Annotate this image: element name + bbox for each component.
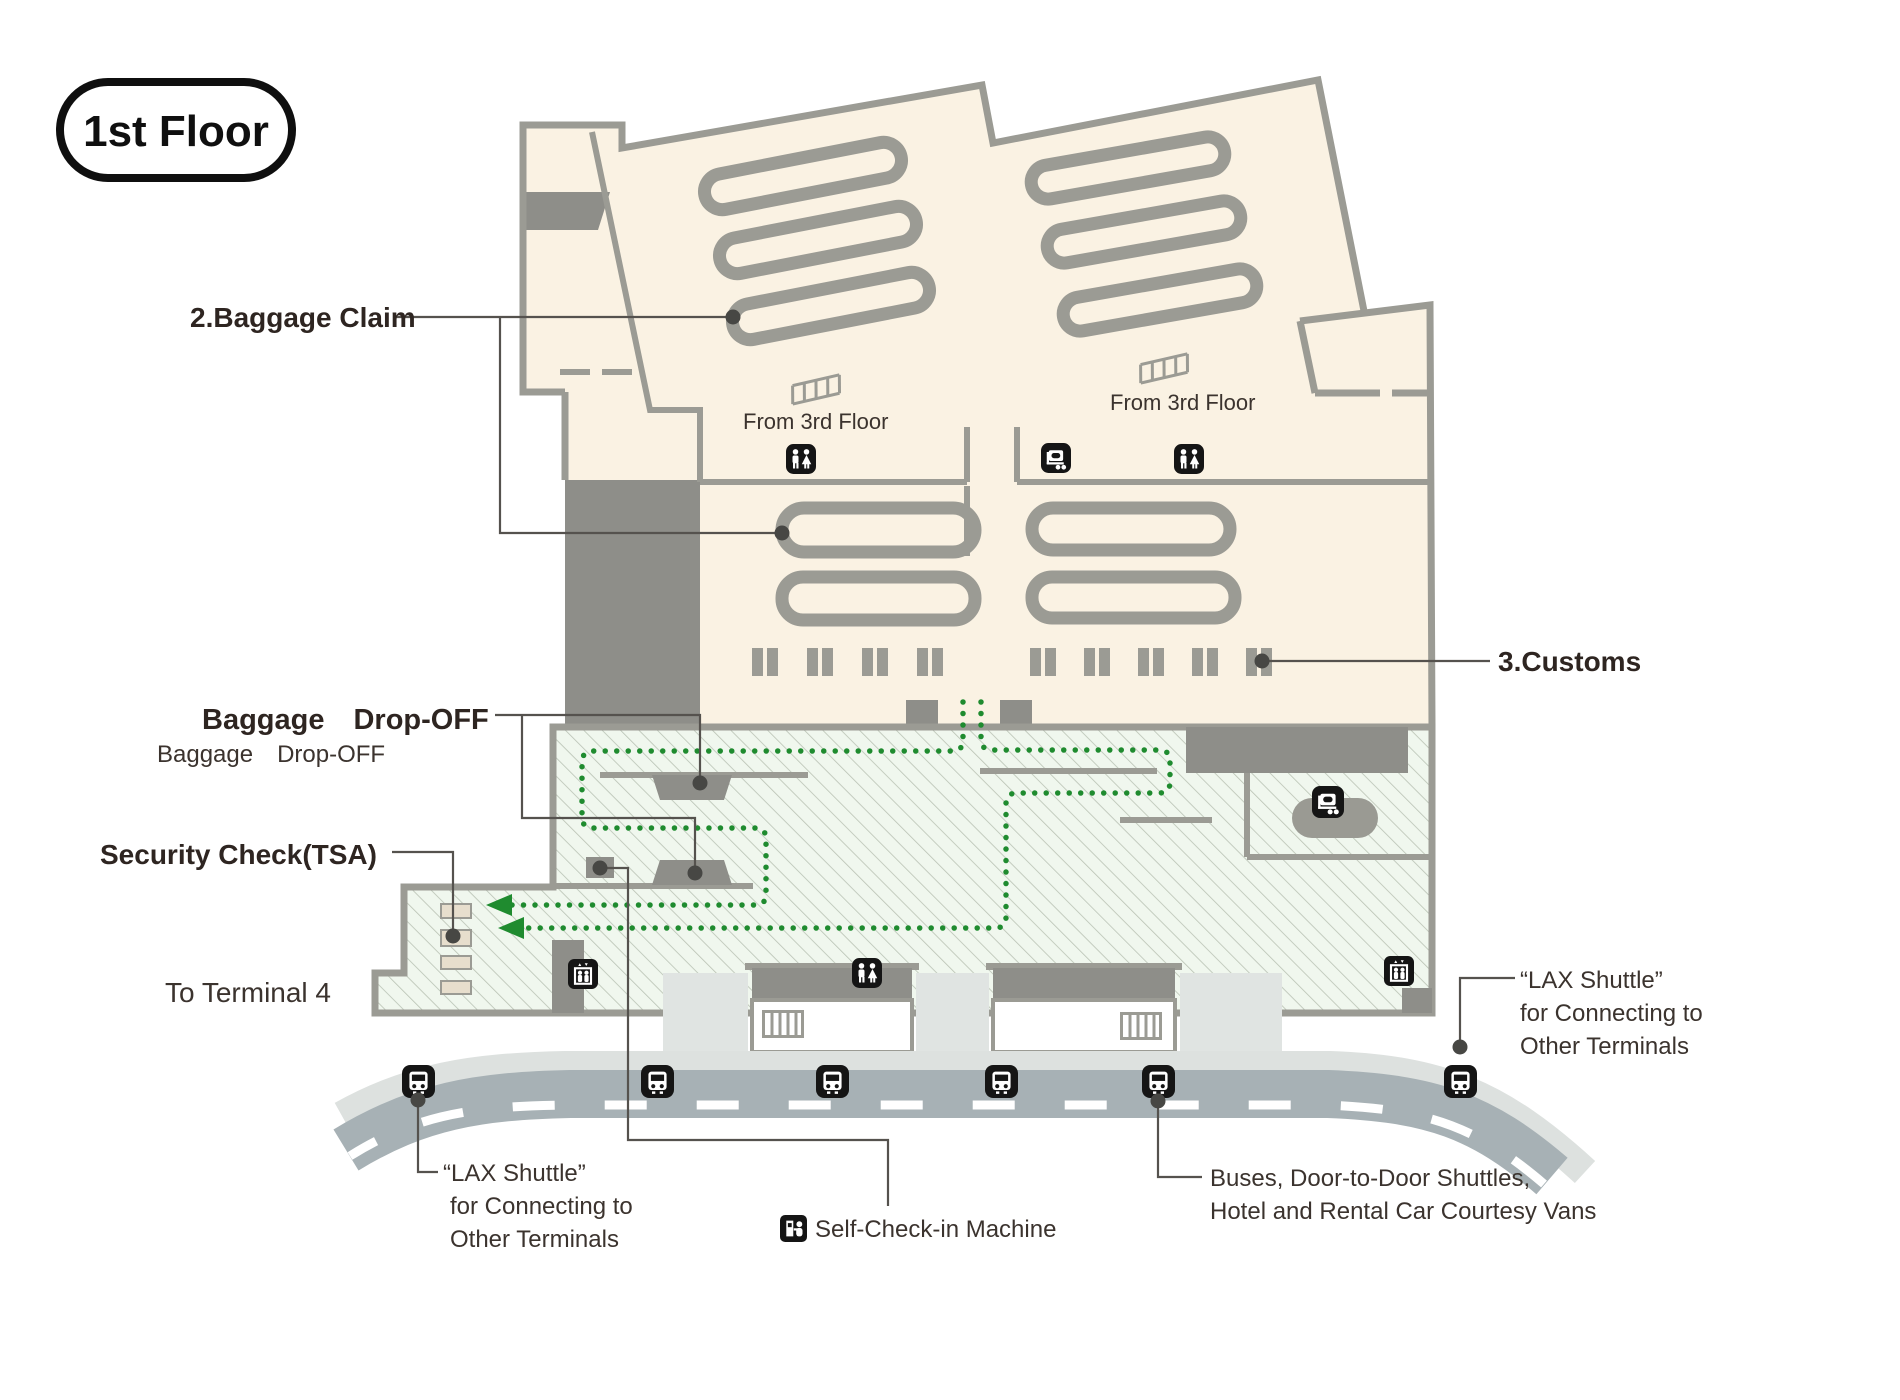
luggage-cart-icon (1041, 443, 1071, 473)
lobby-cap (986, 963, 1182, 970)
label-shuttle-right-line3: Other Terminals (1520, 1033, 1689, 1060)
label-shuttle-left: “LAX Shuttle” for Connecting to Other Te… (443, 1160, 633, 1253)
carousel (1025, 570, 1242, 625)
label-baggage-dropoff-sub: Baggage Drop-OFF (157, 741, 385, 768)
carousel (713, 199, 923, 281)
outer-walls (519, 75, 1436, 728)
floor-badge-label: 1st Floor (83, 107, 269, 156)
dropoff-belt (652, 775, 732, 800)
luggage-cart-icon (1312, 786, 1344, 818)
restroom-icon (852, 958, 882, 988)
label-from-3rd-floor-left: From 3rd Floor (743, 409, 888, 434)
label-shuttle-left-line3: Other Terminals (450, 1226, 619, 1253)
label-shuttle-right-line1: “LAX Shuttle” (1520, 967, 1663, 994)
label-security-check: Security Check(TSA) (100, 839, 377, 870)
map-labels: 2.Baggage Claim 3.Customs Baggage Drop-O… (100, 302, 1703, 1253)
self-check-in-icon (780, 1215, 807, 1242)
flow-arrow (486, 894, 512, 916)
wall-block-small (525, 192, 610, 230)
label-baggage-claim: 2.Baggage Claim (190, 302, 416, 333)
carousel (1056, 262, 1264, 338)
dark-band (1186, 727, 1408, 773)
flow-path-dropoff (509, 699, 966, 908)
label-shuttle-left-line2: for Connecting to (450, 1193, 633, 1220)
label-shuttle-left-line1: “LAX Shuttle” (443, 1160, 586, 1187)
leader-lines (392, 315, 1515, 1206)
bus-stop-icon (816, 1065, 849, 1098)
checkin-concourse (371, 723, 1436, 1017)
flow-arrow (498, 917, 524, 939)
elevator-icon (1384, 956, 1414, 986)
label-from-3rd-floor-right: From 3rd Floor (1110, 390, 1255, 415)
label-shuttle-right-line2: for Connecting to (1520, 1000, 1703, 1027)
left-corridor-floor (565, 392, 700, 482)
upper-hall-floor (622, 80, 1432, 482)
label-buses-line1: Buses, Door-to-Door Shuttles, (1210, 1165, 1530, 1192)
stairs-icon (1120, 1012, 1162, 1040)
lobby-dark-band (993, 968, 1175, 1002)
stairs-icon (762, 1010, 804, 1038)
wall-block-large (565, 480, 700, 727)
carousel-group-right (1024, 130, 1264, 338)
label-buses-line2: Hotel and Rental Car Courtesy Vans (1210, 1198, 1596, 1225)
customs-booths (752, 648, 1272, 676)
passenger-flow-paths (509, 699, 1173, 931)
carousel (1040, 194, 1248, 270)
label-buses: Buses, Door-to-Door Shuttles, Hotel and … (1210, 1165, 1596, 1225)
carousel (1024, 130, 1232, 206)
inner-walls (560, 131, 1432, 556)
restroom-icon (786, 444, 816, 474)
exit-pillar (906, 700, 938, 727)
carousel (775, 570, 982, 627)
exit-pillar (1000, 700, 1032, 727)
carousel (1025, 501, 1237, 557)
carousel (726, 265, 936, 347)
annex-floor (1300, 305, 1432, 393)
flow-path-exit (521, 699, 1173, 931)
label-shuttle-right: “LAX Shuttle” for Connecting to Other Te… (1520, 967, 1703, 1060)
bus-stop-icon (985, 1065, 1018, 1098)
step-block (1402, 988, 1432, 1013)
bus-stop-icon (1142, 1065, 1175, 1098)
elevator-icon (568, 959, 598, 989)
label-to-terminal4: To Terminal 4 (165, 977, 331, 1008)
baggage-claim-hall (519, 75, 1436, 728)
bus-stop-icon (1444, 1065, 1477, 1098)
bus-stop-icon (641, 1065, 674, 1098)
floor-badge: 1st Floor (56, 78, 296, 182)
lobby-cap (745, 963, 919, 970)
carousel (698, 135, 908, 217)
lobby-dark-band (752, 968, 912, 1002)
mid-strip-floor (700, 482, 1432, 727)
leader-dots (410, 309, 1468, 1109)
restroom-icon (1174, 444, 1204, 474)
road (333, 1070, 1568, 1195)
carousel-group-left (698, 135, 936, 347)
label-customs: 3.Customs (1498, 646, 1641, 677)
label-baggage-dropoff: Baggage Drop-OFF (202, 704, 489, 736)
concourse-floor (371, 723, 1436, 1017)
label-self-checkin: Self-Check-in Machine (815, 1216, 1056, 1243)
left-tower-floor (523, 125, 622, 392)
